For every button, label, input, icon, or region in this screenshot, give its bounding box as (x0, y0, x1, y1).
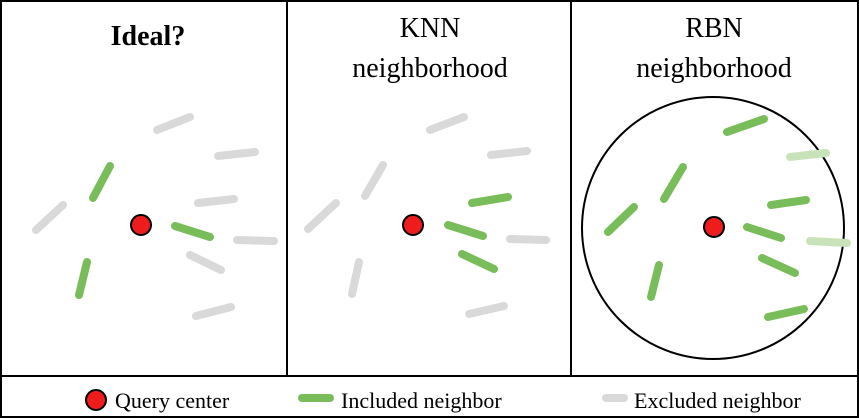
query-center (402, 214, 424, 236)
panel-knn: KNN neighborhood (304, 13, 550, 318)
excluded-neighbor (361, 161, 387, 200)
excluded-neighbor (233, 236, 278, 245)
included-neighbor (444, 221, 487, 240)
query-center (703, 216, 725, 238)
included-neighbor (767, 196, 810, 209)
excluded-neighbor (153, 113, 194, 134)
included-neighbor (647, 261, 663, 301)
excluded-neighbor (186, 251, 225, 274)
panel-title-ideal: Ideal? (111, 21, 186, 52)
included-neighbors (444, 193, 512, 273)
legend: Query center Included neighbor Excluded … (85, 388, 801, 413)
included-neighbor (743, 223, 785, 242)
included-neighbor (468, 193, 512, 207)
excluded-neighbor (465, 302, 508, 318)
excluded-neighbor (214, 148, 259, 160)
excluded-neighbor (348, 258, 363, 298)
included-neighbor (660, 163, 687, 203)
included-neighbor (723, 115, 768, 136)
boundary-neighbors (786, 149, 851, 247)
excluded-neighbor (487, 147, 531, 159)
excluded-neighbors (32, 113, 278, 320)
included-neighbor (89, 162, 114, 202)
legend-query-center-label: Query center (115, 388, 230, 413)
included-neighbors (75, 162, 214, 299)
panel-title-knn-line1: KNN (400, 13, 461, 44)
included-neighbor (604, 203, 638, 236)
included-neighbors (604, 115, 810, 321)
excluded-neighbor (32, 201, 67, 234)
legend-query-center-icon (85, 389, 107, 411)
excluded-neighbor (426, 113, 468, 134)
legend-excluded-label: Excluded neighbor (634, 388, 801, 413)
query-center (130, 214, 152, 236)
radius-boundary (581, 96, 845, 360)
included-neighbor (75, 258, 91, 299)
included-neighbor (764, 305, 808, 321)
excluded-neighbor (506, 235, 550, 244)
included-neighbor (758, 254, 799, 277)
excluded-neighbor (304, 199, 340, 233)
included-neighbor (171, 222, 214, 241)
boundary-neighbor (806, 237, 851, 247)
legend-included-label: Included neighbor (341, 388, 502, 413)
panel-ideal: Ideal? (32, 21, 278, 320)
excluded-neighbor (192, 303, 235, 320)
panel-title-rbn-line1: RBN (685, 13, 743, 44)
panel-rbn: RBN neighborhood (581, 13, 851, 360)
excluded-neighbor (194, 195, 238, 207)
excluded-neighbors (304, 113, 550, 318)
included-neighbor (458, 250, 498, 273)
panel-title-knn-line2: neighborhood (352, 53, 508, 84)
boundary-neighbor (786, 149, 830, 161)
panel-title-rbn-line2: neighborhood (636, 53, 792, 84)
